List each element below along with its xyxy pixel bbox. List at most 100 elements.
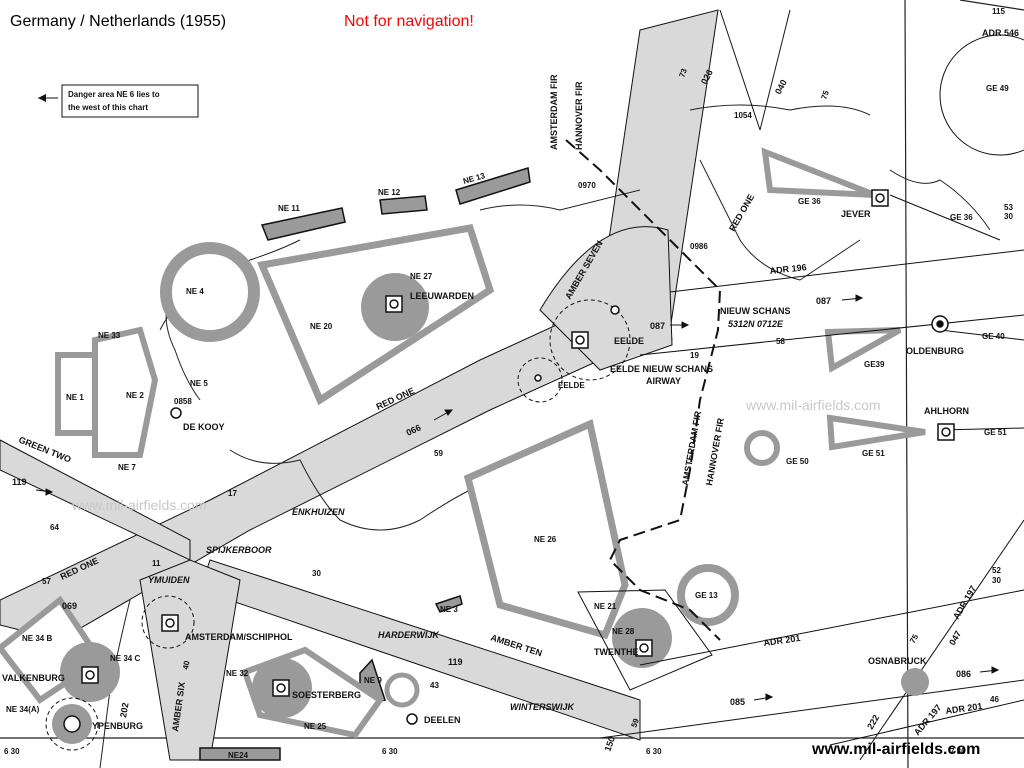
- label-leeuwarden: LEEUWARDEN: [410, 291, 474, 301]
- label-ne34c: NE 34 C: [110, 654, 140, 663]
- label-adr546: ADR 546: [982, 28, 1019, 38]
- elev-0858: 0858: [174, 397, 192, 406]
- label-eelde-airway-1: EELDE NIEUW SCHANS: [610, 364, 713, 374]
- direction-arrows: [35, 294, 1000, 701]
- label-ne4: NE 4: [186, 287, 204, 296]
- bearing-119-b: 119: [448, 657, 463, 667]
- label-ne9: NE 9: [364, 676, 382, 685]
- area-ge13: [677, 564, 739, 626]
- navigation-warning: Not for navigation!: [344, 13, 474, 30]
- area-ne28: [612, 608, 672, 668]
- bearing-086: 086: [956, 669, 971, 679]
- danger-note: Danger area NE 6 lies to the west of thi…: [38, 84, 199, 118]
- meridian-6-30-a: 6 30: [4, 747, 20, 756]
- meridian-7-30: 7 30: [950, 747, 966, 756]
- area-labels: NE 1 NE 2 NE 4 NE 5 NE 7 NE 9 NE 11 NE 1…: [6, 84, 1009, 760]
- label-ne26: NE 26: [534, 535, 557, 544]
- label-ne28: NE 28: [612, 627, 635, 636]
- meridian-6-30-c: 6 30: [646, 747, 662, 756]
- route-53: 53: [1004, 203, 1013, 212]
- label-ge39: GE39: [864, 360, 885, 369]
- label-de-kooy: DE KOOY: [183, 422, 225, 432]
- bearing-087-b: 087: [816, 296, 831, 306]
- label-ne24: NE24: [228, 751, 249, 760]
- airfield-icon-deelen: [406, 713, 418, 725]
- bearing-119-a: 119: [12, 477, 27, 487]
- area-ne26: [463, 419, 629, 640]
- airfield-icon-leeuwarden: [385, 295, 403, 313]
- label-twenthe: TWENTHE: [594, 647, 639, 657]
- label-ne33: NE 33: [98, 331, 121, 340]
- label-jever: JEVER: [841, 209, 871, 219]
- fir-boundaries: [565, 139, 722, 641]
- airfield-icon-ypenburg: [63, 715, 81, 733]
- label-nieuw-schans-coord: 5312N 0712E: [728, 319, 784, 329]
- label-osnabruck: OSNABRUCK: [868, 656, 927, 666]
- route-30-c: 30: [992, 576, 1001, 585]
- label-ypenburg: YPENBURG: [92, 721, 143, 731]
- area-ge49: [939, 34, 1024, 156]
- label-winterswijk: WINTERSWIJK: [510, 702, 575, 712]
- label-eelde: EELDE: [614, 336, 644, 346]
- label-ne5: NE 5: [190, 379, 208, 388]
- label-ne25: NE 25: [304, 722, 327, 731]
- label-schiphol: AMSTERDAM/SCHIPHOL: [185, 632, 293, 642]
- watermark-bottom: www.mil-airfields.com: [811, 741, 980, 758]
- label-eelde-town: EELDE: [558, 381, 585, 390]
- route-46: 46: [990, 695, 999, 704]
- watermark-left: www.mil-airfields.com: [71, 497, 207, 513]
- watermark-center: www.mil-airfields.com: [745, 397, 881, 413]
- label-ne2: NE 2: [126, 391, 144, 400]
- airfield-icon-ahlhorn: [937, 423, 955, 441]
- danger-note-line2: the west of this chart: [68, 103, 148, 112]
- route-58: 58: [776, 337, 785, 346]
- label-ge49: GE 49: [986, 84, 1009, 93]
- label-ne7: NE 7: [118, 463, 136, 472]
- route-19: 19: [690, 351, 699, 360]
- airway-amber-six: [139, 559, 241, 761]
- label-ge13: GE 13: [695, 591, 718, 600]
- label-ne32: NE 32: [226, 669, 249, 678]
- fir-label-hannover-top: HANNOVER FIR: [574, 81, 584, 150]
- route-11: 11: [152, 559, 161, 568]
- route-43: 43: [430, 681, 439, 690]
- label-ne11: NE 11: [278, 204, 300, 213]
- airfield-icon-schiphol: [161, 614, 179, 632]
- bearing-087-a: 087: [650, 321, 665, 331]
- area-ne12: [379, 195, 428, 215]
- fir-label-amsterdam-top: AMSTERDAM FIR: [549, 74, 559, 150]
- terminal-circles: [45, 299, 631, 751]
- danger-note-line1: Danger area NE 6 lies to: [68, 90, 160, 99]
- airfield-icon-soesterberg: [272, 679, 290, 697]
- label-nieuw-schans: NIEUW SCHANS: [720, 306, 791, 316]
- label-ahlhorn: AHLHORN: [924, 406, 969, 416]
- airfield-icon-de-kooy: [170, 407, 182, 419]
- elev-1054: 1054: [734, 111, 752, 120]
- route-30-b: 30: [1004, 212, 1013, 221]
- label-ne34a: NE 34(A): [6, 705, 40, 714]
- route-57: 57: [42, 577, 51, 586]
- top-115: 115: [992, 7, 1005, 16]
- area-ne11: [260, 207, 346, 241]
- label-valkenburg: VALKENBURG: [2, 673, 65, 683]
- label-ne34b: NE 34 B: [22, 634, 52, 643]
- coastline: [99, 104, 991, 768]
- area-ne4: [160, 242, 260, 342]
- label-oldenburg: OLDENBURG: [906, 346, 964, 356]
- label-ne20: NE 20: [310, 322, 333, 331]
- label-ge50: GE 50: [786, 457, 809, 466]
- label-enkhuizen: ENKHUIZEN: [292, 507, 345, 517]
- area-ge51: [826, 414, 926, 451]
- label-ne1: NE 1: [66, 393, 84, 402]
- label-adr196: ADR 196: [769, 262, 807, 276]
- bearing-150: 150: [602, 735, 617, 753]
- route-52: 52: [992, 566, 1001, 575]
- airfield-icon-twenthe: [635, 639, 653, 657]
- airfield-icon-eelde: [571, 331, 589, 349]
- label-ne3: NE 3: [440, 605, 458, 614]
- elev-0970: 0970: [578, 181, 596, 190]
- route-30: 30: [312, 569, 321, 578]
- label-eelde-airway-2: AIRWAY: [646, 376, 681, 386]
- label-ne27: NE 27: [410, 272, 433, 281]
- route-59-a: 59: [434, 449, 443, 458]
